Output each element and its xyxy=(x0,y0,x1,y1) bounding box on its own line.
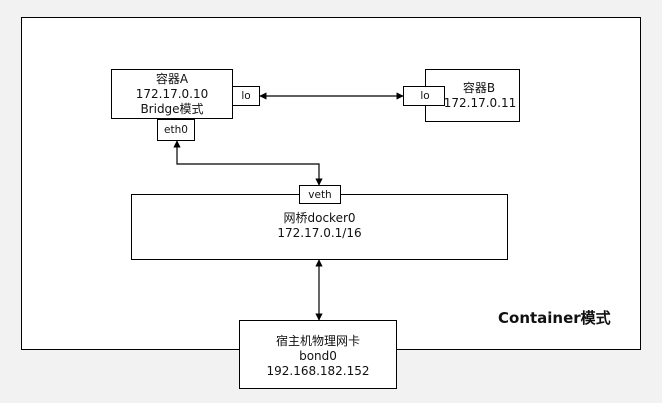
container-b-ip: 172.17.0.11 xyxy=(443,96,517,110)
bridge-ip: 172.17.0.1/16 xyxy=(277,226,362,240)
bridge-name: 网桥docker0 xyxy=(283,211,356,225)
bridge-veth-label: veth xyxy=(308,189,332,201)
container-a-mode: Bridge模式 xyxy=(140,102,204,116)
bridge-veth-port xyxy=(299,185,341,204)
container-a-ip: 172.17.0.10 xyxy=(135,87,209,101)
host-nic-name: 宿主机物理网卡 xyxy=(275,334,360,348)
container-b-lo-label: lo xyxy=(420,90,430,102)
container-a-eth0-label: eth0 xyxy=(164,124,188,136)
host-nic-ip: 192.168.182.152 xyxy=(266,364,370,378)
diagram-title: Container模式 xyxy=(498,309,611,327)
container-a-lo-label: lo xyxy=(241,90,251,102)
host-nic-iface: bond0 xyxy=(299,349,337,363)
eth0-veth-link-arrow xyxy=(173,140,323,186)
container-a-eth0-port xyxy=(157,119,195,141)
container-b-name: 容器B xyxy=(462,81,496,95)
container-b-lo-port xyxy=(403,86,445,106)
container-a-lo-port xyxy=(232,86,260,106)
container-a-box xyxy=(111,69,233,119)
bridge-box xyxy=(131,194,508,260)
container-a-name: 容器A xyxy=(155,72,189,86)
host-nic-box xyxy=(239,320,397,389)
